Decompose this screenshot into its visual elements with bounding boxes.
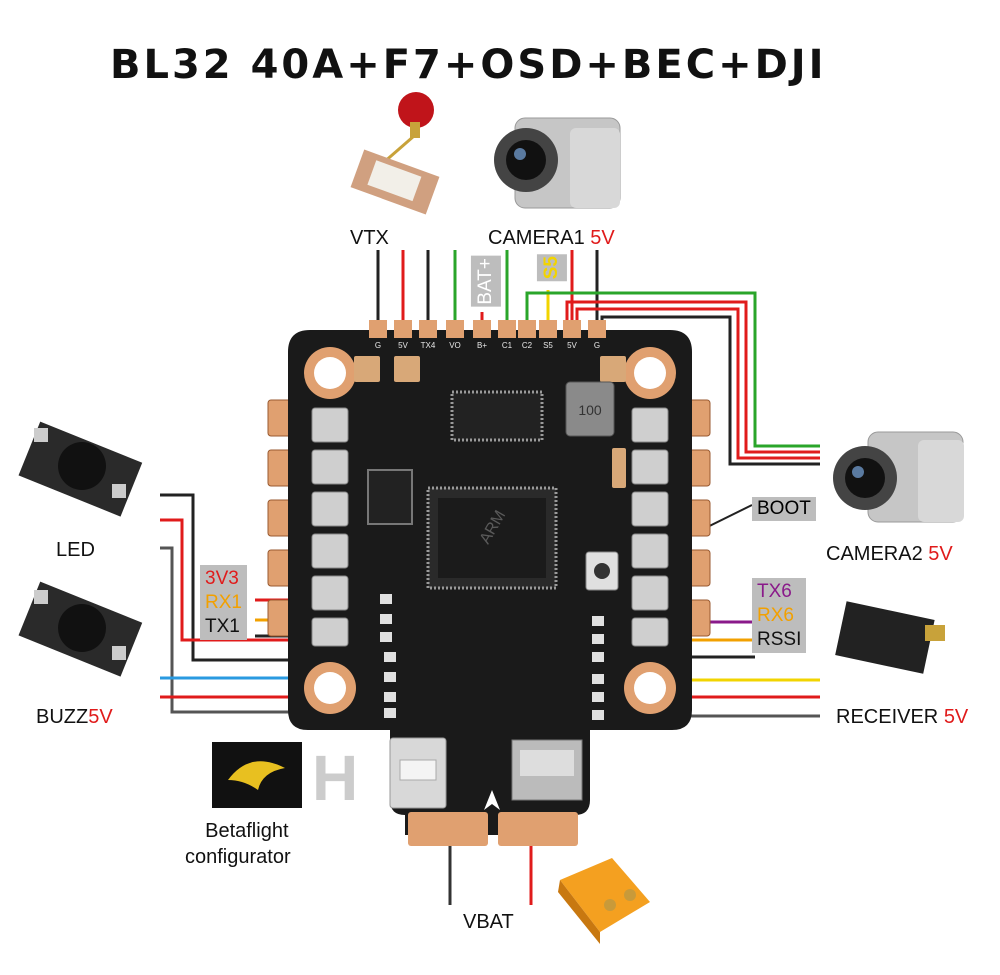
top-pad-3 (446, 320, 464, 338)
wire-cam2-5v-b (575, 307, 820, 460)
side-pads-right (592, 616, 604, 720)
top-pads: G 5V TX4 VO B+ C1 C2 S5 5V G (369, 320, 606, 350)
vbat-pad-pos (498, 812, 578, 846)
betaflight-logo: H (212, 742, 358, 814)
brand-letter: H (312, 742, 358, 814)
side-pads-left (380, 594, 396, 718)
wire-cam2-5v-a (565, 300, 820, 454)
top-pad-0 (369, 320, 387, 338)
camera1-icon (494, 117, 621, 209)
tag-bat-plus: BAT+ (471, 256, 501, 307)
flight-controller-board: ARM 100 G 5V TX4 VO B+ C1 C2 S5 5V G (267, 320, 711, 846)
top-pad-label-4: B+ (477, 341, 487, 350)
top-pad-9 (588, 320, 606, 338)
top-pad-label-9: G (594, 341, 600, 350)
top-pad-label-3: VO (449, 341, 461, 350)
tag-s5: S5 (537, 254, 567, 282)
top-pad-label-0: G (375, 341, 381, 350)
direction-arrow (484, 790, 500, 810)
label-tx6: TX6 (757, 581, 792, 602)
label-led: LED (56, 539, 95, 561)
top-pad-8 (563, 320, 581, 338)
label-tx1: TX1 (205, 615, 240, 637)
label-3v3: 3V3 (205, 568, 239, 589)
top-pad-label-6: C2 (522, 341, 533, 350)
label-rssi: RSSI (757, 628, 802, 650)
motor-pads-left (267, 399, 299, 637)
camera2-icon (833, 431, 964, 523)
inductor-label: 100 (578, 402, 602, 418)
label-receiver: RECEIVER 5V (836, 706, 969, 728)
receiver-icon (835, 601, 945, 674)
label-camera1: CAMERA1 5V (488, 227, 615, 249)
esc-chip (367, 469, 413, 525)
label-buzz: BUZZ5V (36, 706, 113, 728)
uart6-labels: TX6 RX6 RSSI (752, 578, 807, 654)
betaflight-line1: Betaflight (205, 820, 289, 842)
xt60-connector-icon (558, 858, 650, 944)
label-rx6: RX6 (757, 604, 794, 626)
top-pad-4 (473, 320, 491, 338)
label-rx1: RX1 (205, 591, 242, 613)
label-betaflight: Betaflight configurator (185, 818, 291, 870)
label-boot: BOOT (752, 497, 816, 521)
top-pad-7 (539, 320, 557, 338)
label-camera2: CAMERA2 5V (826, 543, 953, 565)
mosfets-left (311, 407, 349, 647)
vbat-pad-neg (408, 812, 488, 846)
wire-led-5v (160, 518, 390, 642)
betaflight-line2: configurator (185, 846, 291, 868)
top-pad-label-7: S5 (543, 341, 553, 350)
top-pad-label-5: C1 (502, 341, 513, 350)
top-pad-6 (518, 320, 536, 338)
top-pad-5 (498, 320, 516, 338)
vtx-module-icon (350, 92, 440, 215)
wire-cam2-c2 (525, 291, 820, 448)
top-pad-1 (394, 320, 412, 338)
mcu-chip: ARM (426, 486, 558, 590)
buzzer-module-icon (18, 581, 143, 677)
top-pad-label-8: 5V (567, 341, 577, 350)
led-module-icon (18, 421, 143, 517)
diagram-title: BL32 40A+F7+OSD+BEC+DJI (110, 42, 827, 88)
label-vtx: VTX (350, 227, 389, 249)
inductor (565, 381, 615, 437)
label-vbat: VBAT (463, 911, 514, 933)
wire-led-sig (160, 546, 395, 714)
top-pad-label-1: 5V (398, 341, 408, 350)
top-pad-2 (419, 320, 437, 338)
top-pad-label-2: TX4 (421, 341, 436, 350)
osd-chip (450, 390, 544, 442)
mosfets-right (631, 407, 669, 647)
uart1-labels: 3V3 RX1 TX1 (200, 565, 247, 641)
